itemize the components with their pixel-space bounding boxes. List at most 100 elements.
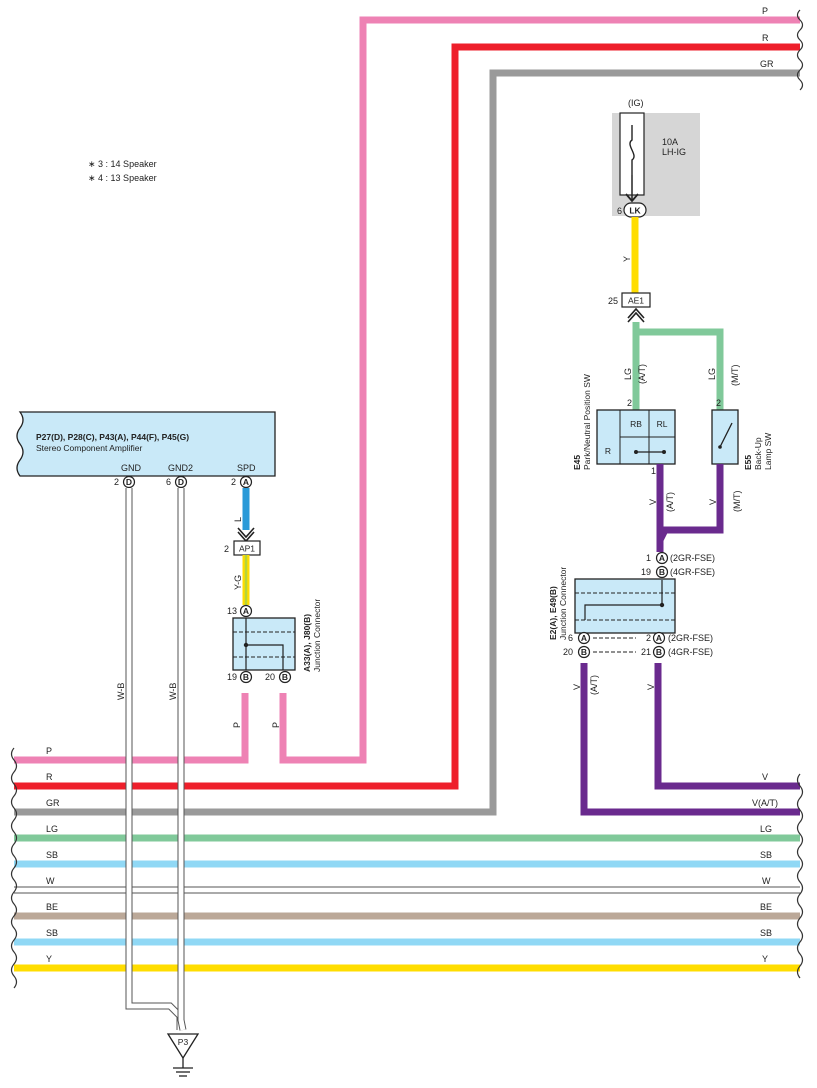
bus-left-label-r: R <box>46 772 53 782</box>
wire-variant-lg-mt: (M/T) <box>730 365 740 387</box>
jc-a33-conn-out1: B <box>243 672 249 682</box>
jc-e2-in2-variant: (4GR-FSE) <box>670 567 715 577</box>
backup-sw-id: E55 <box>743 455 753 470</box>
junction-connector-e2 <box>574 578 676 634</box>
wire-label-lg-mt: LG <box>707 368 717 380</box>
amplifier-pin-spd-conn: A <box>243 477 249 487</box>
fuse-name: LH-IG <box>662 147 686 157</box>
amplifier-subtitle: Stereo Component Amplifier <box>36 443 142 453</box>
jc-e2-out-left-variant: (A/T) <box>589 675 599 695</box>
break-marks-left <box>10 747 18 989</box>
bus-right-label-v: V <box>762 772 768 782</box>
wire-label-y-fuse: Y <box>622 256 632 262</box>
jc-e2-left2-pin: 20 <box>563 647 573 657</box>
wire-label-top-gr: GR <box>760 59 774 69</box>
bus-left-label-gr: GR <box>46 798 60 808</box>
bus-line-p <box>14 693 249 764</box>
v-wire-at <box>580 663 800 816</box>
top-wire-p <box>279 16 800 764</box>
park-sw-cell-r: R <box>605 446 611 456</box>
backup-sw-name-1: Back-Up <box>753 437 763 470</box>
ground-p3 <box>166 1033 200 1077</box>
jc-a33-wire1: P <box>232 722 242 728</box>
jc-e2-right1-variant: (2GR-FSE) <box>668 633 713 643</box>
jc-e2-out-left-wire: V <box>572 684 582 690</box>
jc-e2-right1-conn: A <box>656 633 662 643</box>
park-sw-pin-top: 2 <box>627 398 632 408</box>
bus-left-label-be: BE <box>46 902 58 912</box>
bus-left-label-w: W <box>46 876 55 886</box>
amplifier-pin-gnd-conn: D <box>126 477 132 487</box>
jc-a33-name: Junction Connector <box>312 599 322 672</box>
jc-a33-wire2: P <box>271 722 281 728</box>
backup-lamp-switch <box>711 409 739 465</box>
bus-right-label-w: W <box>762 876 771 886</box>
wire-label-v-mt-sw: V <box>708 499 718 505</box>
amplifier-pins <box>122 475 253 489</box>
jc-e2-pin-in1 <box>577 551 669 659</box>
amplifier-title: P27(D), P28(C), P43(A), P44(F), P45(G) <box>36 432 189 442</box>
splice-ae1-id: AE1 <box>628 296 644 306</box>
splice-ae1-pin: 25 <box>608 296 618 306</box>
fuse-block <box>612 112 700 216</box>
jc-a33-pin-out1: 19 <box>227 672 237 682</box>
wire-label-top-p: P <box>762 6 768 16</box>
lg-wire-split <box>632 322 724 410</box>
wire-label-top-r: R <box>762 33 769 43</box>
ground-id: P3 <box>178 1037 189 1047</box>
bus-left-label-y: Y <box>46 954 52 964</box>
wire-variant-v-at-sw: (A/T) <box>665 492 675 512</box>
jc-a33-pins <box>239 604 292 684</box>
jc-e2-right1-pin: 2 <box>646 633 651 643</box>
jc-e2-left1-pin: 6 <box>568 633 573 643</box>
wire-label-yg: Y-G <box>233 575 243 590</box>
jc-e2-out-right-wire: V <box>646 684 656 690</box>
jc-a33-id: A33(A), J80(B) <box>302 614 312 672</box>
break-marks-right <box>796 9 804 979</box>
splice-ae1 <box>621 292 651 323</box>
bus-left-label-sb2: SB <box>46 928 58 938</box>
top-wire-r <box>14 43 800 790</box>
wire-label-v-at-sw: V <box>648 499 658 505</box>
amplifier-terminal-gnd2: GND2 <box>168 463 193 473</box>
jc-e2-left1-conn: A <box>581 633 587 643</box>
jc-e2-in1-variant: (2GR-FSE) <box>670 553 715 563</box>
jc-e2-id: E2(A), E49(B) <box>548 586 558 640</box>
bus-left-label-sb: SB <box>46 850 58 860</box>
park-sw-id: E45 <box>572 455 582 470</box>
wire-label-wb-1: W-B <box>116 683 126 700</box>
wire-variant-lg-at: (A/T) <box>637 364 647 384</box>
jc-e2-in1-pin: 1 <box>646 553 651 563</box>
splice-ap1-id: AP1 <box>239 544 255 554</box>
bus-right-label-vat: V(A/T) <box>752 798 778 808</box>
fuse-icon <box>629 125 635 175</box>
bus-left-label-p: P <box>46 746 52 756</box>
backup-sw-pin-top: 2 <box>716 398 721 408</box>
wire-label-lg-at: LG <box>623 368 633 380</box>
jc-a33-pin-out2: 20 <box>265 672 275 682</box>
amplifier-pin-gnd: 2 <box>114 477 119 487</box>
park-sw-name: Park/Neutral Position SW <box>582 374 592 470</box>
backup-sw-name-2: Lamp SW <box>763 433 773 470</box>
amplifier-pin-spd: 2 <box>231 477 236 487</box>
amplifier-terminal-spd: SPD <box>237 463 256 473</box>
jc-e2-right2-variant: (4GR-FSE) <box>668 647 713 657</box>
jc-e2-left2-conn: B <box>581 647 587 657</box>
jc-e2-in1-conn: A <box>659 553 665 563</box>
jc-e2-right2-conn: B <box>656 647 662 657</box>
wb-ground-wires <box>125 488 187 1031</box>
fuse-pin: 6 <box>617 206 622 216</box>
jc-e2-name: Junction Connector <box>558 567 568 640</box>
bus-right-label-y: Y <box>762 954 768 964</box>
park-neutral-switch <box>596 409 676 465</box>
stereo-amplifier <box>16 411 276 477</box>
note-line-2: ∗ 4 : 13 Speaker <box>88 173 157 183</box>
amplifier-pin-gnd2: 6 <box>166 477 171 487</box>
bus-right-label-sb2: SB <box>760 928 772 938</box>
v-wire-right <box>654 663 800 790</box>
amplifier-pin-gnd2-conn: D <box>178 477 184 487</box>
park-sw-pin-bottom: 1 <box>651 466 656 476</box>
note-line-1: ∗ 3 : 14 Speaker <box>88 159 157 169</box>
jc-a33-conn-out2: B <box>282 672 288 682</box>
